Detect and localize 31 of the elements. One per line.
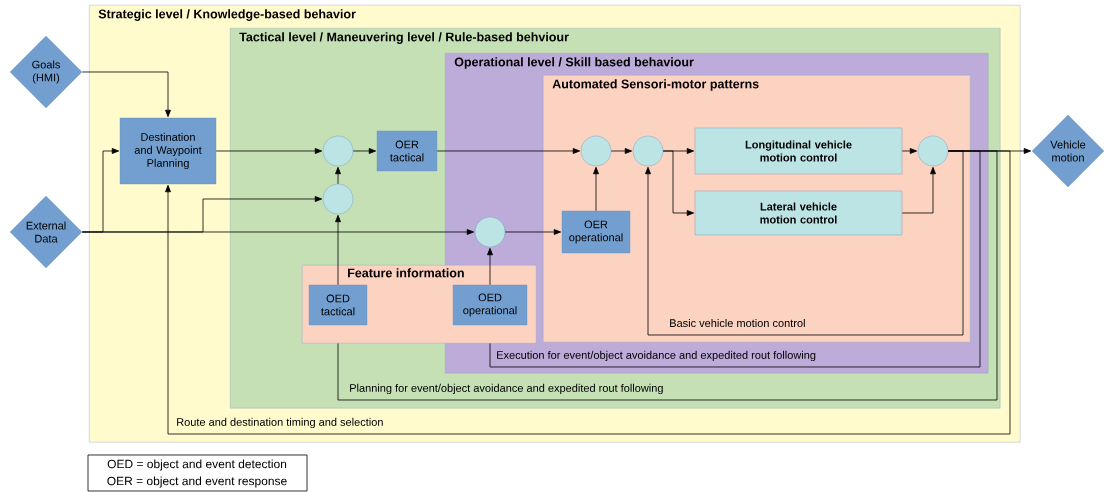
arrow: [593, 166, 599, 212]
arrow: [352, 148, 377, 154]
arrow: [645, 150, 964, 336]
process-box: OED tactical: [308, 284, 368, 326]
arrow: [901, 148, 918, 154]
arrow: [335, 214, 341, 286]
arrow: [215, 148, 323, 154]
abbreviation-note: OED = object and event detection OER = object and event response: [87, 454, 308, 492]
arrow: [81, 229, 475, 235]
arrow: [504, 229, 562, 235]
arrow: [81, 71, 171, 118]
junction-circle: [322, 183, 354, 215]
arrow: [165, 150, 1011, 435]
junction-circle: [632, 135, 664, 167]
process-box: OED operational: [452, 284, 528, 326]
arrow: [901, 166, 936, 214]
process-box: OER operational: [561, 210, 631, 254]
process-box: Destination and Waypoint Planning: [119, 117, 217, 185]
arrow: [335, 166, 341, 185]
junction-circle: [917, 135, 949, 167]
process-box: Longitudinal vehicle motion control: [694, 127, 903, 175]
process-box: Lateral vehicle motion control: [694, 190, 903, 236]
junction-circle: [322, 135, 354, 167]
junction-circle: [474, 216, 506, 248]
arrow: [487, 247, 493, 286]
junction-circle: [580, 135, 612, 167]
edge-label: Basic vehicle motion control: [668, 317, 807, 329]
arrow: [610, 148, 633, 154]
arrow: [436, 148, 581, 154]
arrow: [662, 150, 695, 216]
process-box: OER tactical: [376, 130, 438, 172]
